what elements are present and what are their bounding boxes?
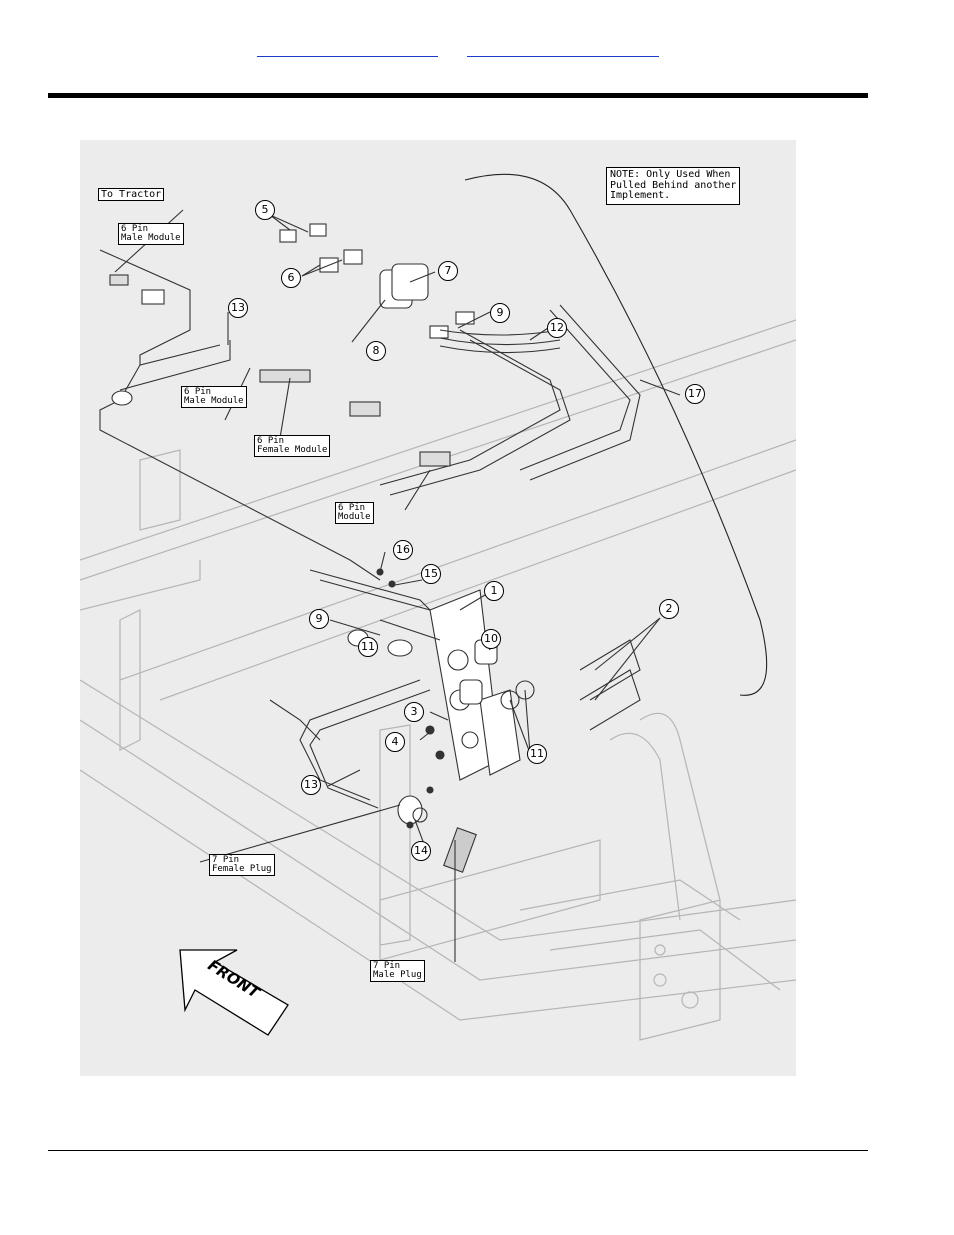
label-6-pin-module: 6 Pin Module — [335, 502, 374, 524]
parts-diagram-art — [80, 140, 796, 1076]
header-link-right[interactable] — [467, 44, 659, 57]
label-7-pin-female-plug: 7 Pin Female Plug — [209, 854, 275, 876]
callout-6: 6 — [281, 268, 301, 288]
header-link-left[interactable] — [257, 44, 438, 57]
callout-13-top: 13 — [228, 298, 248, 318]
callout-17: 17 — [685, 384, 705, 404]
label-6-pin-female-module: 6 Pin Female Module — [254, 435, 330, 457]
callout-11-left: 11 — [358, 637, 378, 657]
callout-5: 5 — [255, 200, 275, 220]
footer-rule — [48, 1150, 868, 1151]
callout-3: 3 — [404, 702, 424, 722]
label-7-pin-male-plug: 7 Pin Male Plug — [370, 960, 425, 982]
front-arrow — [180, 950, 288, 1035]
callout-16: 16 — [393, 540, 413, 560]
callout-9-mid: 9 — [309, 609, 329, 629]
callout-8: 8 — [366, 341, 386, 361]
callout-10: 10 — [481, 629, 501, 649]
callout-2: 2 — [659, 599, 679, 619]
parts-diagram: To Tractor 6 Pin Male Module 6 Pin Male … — [80, 140, 796, 1076]
label-6-pin-male-module-top: 6 Pin Male Module — [118, 223, 184, 245]
note-box: NOTE: Only Used When Pulled Behind anoth… — [606, 167, 740, 205]
callout-15: 15 — [421, 564, 441, 584]
callout-12: 12 — [547, 318, 567, 338]
header-rule — [48, 93, 868, 98]
callout-9-top: 9 — [490, 303, 510, 323]
callout-11-right: 11 — [527, 744, 547, 764]
label-6-pin-male-module-mid: 6 Pin Male Module — [181, 386, 247, 408]
callout-7: 7 — [438, 261, 458, 281]
callout-1: 1 — [484, 581, 504, 601]
callout-13-bottom: 13 — [301, 775, 321, 795]
callout-4: 4 — [385, 732, 405, 752]
callout-14: 14 — [411, 841, 431, 861]
label-to-tractor: To Tractor — [98, 188, 164, 201]
